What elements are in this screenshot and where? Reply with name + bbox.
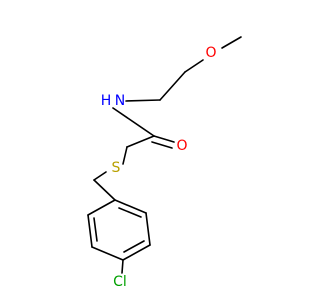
bond-ring-inner-2 (123, 240, 145, 253)
molecule-structure: O N H O S Cl (87, 36, 242, 290)
bond-ch2-n (125, 99, 161, 102)
bond-ring-5 (87, 214, 93, 248)
bond-ch2-s (122, 146, 128, 165)
bond-ring-2 (145, 212, 151, 246)
atom-sulfur: S (112, 160, 121, 176)
atom-chlorine: Cl (113, 274, 127, 290)
bond-o-ch2 (184, 59, 204, 73)
bond-carbonyl-ch2 (126, 135, 155, 148)
molecule-canvas: O N H O S Cl (87, 36, 242, 290)
atom-oxygen-carbonyl: O (176, 138, 187, 154)
bond-n-carbonyl (112, 107, 155, 137)
bond-ring-cl (121, 259, 124, 274)
bond-ring-6 (87, 199, 116, 216)
atom-nitrogen-amide: N (115, 93, 125, 109)
bond-ring-inner-3 (93, 217, 98, 242)
bond-carbonyl-o-2 (151, 141, 173, 149)
bond-ring-inner-1 (118, 207, 142, 218)
bond-ring-1 (114, 199, 147, 214)
bond-ch2-ring (93, 179, 116, 201)
atom-hydrogen-amide: H (101, 93, 112, 109)
atom-oxygen-methoxy: O (205, 45, 216, 61)
bond-ring-4 (91, 246, 124, 261)
bond-ch2-ch2 (159, 71, 186, 101)
bond-ring-3 (122, 244, 151, 261)
bond-s-ch2 (93, 171, 107, 181)
bond-methyl-o (221, 36, 242, 49)
bond-carbonyl-o-1 (153, 135, 175, 143)
